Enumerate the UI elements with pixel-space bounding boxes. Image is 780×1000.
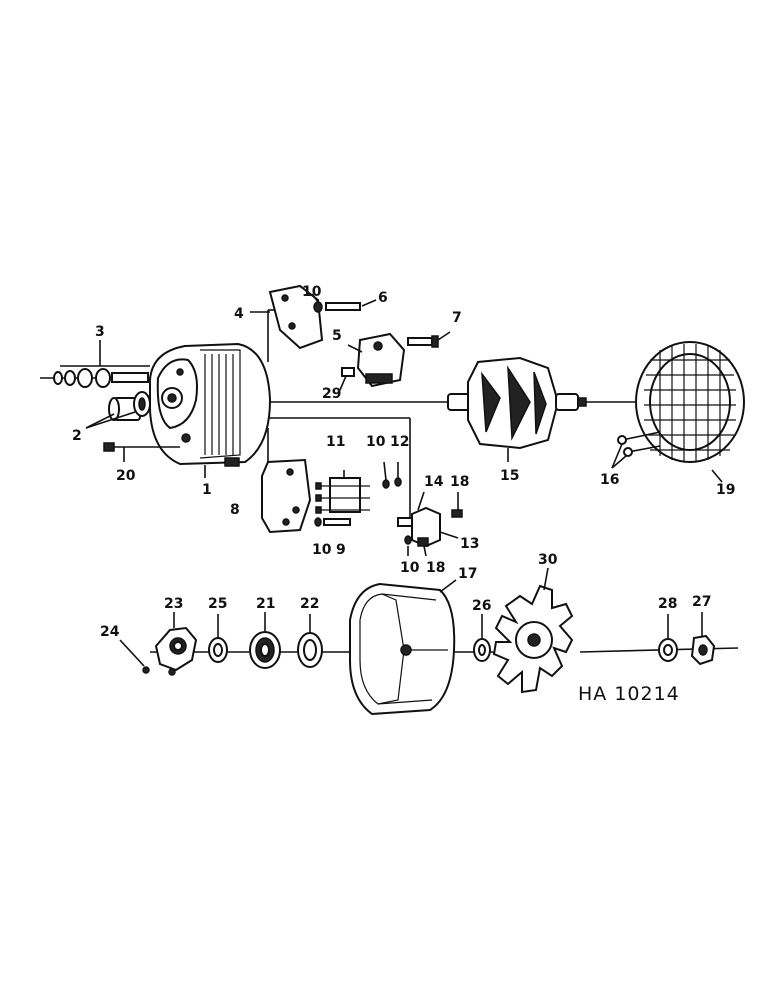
pulley-nut — [690, 612, 716, 666]
callout-29: 29 — [322, 386, 341, 402]
callout-1: 1 — [202, 482, 212, 498]
callout-27: 27 — [692, 594, 711, 610]
callout-30: 30 — [538, 552, 558, 568]
callout-4: 4 — [234, 306, 244, 322]
callout-25: 25 — [208, 596, 227, 612]
callout-22: 22 — [300, 596, 319, 612]
callout-16: 16 — [600, 472, 619, 488]
callout-26: 26 — [472, 598, 491, 614]
callout-17: 17 — [458, 566, 477, 582]
callout-11: 11 — [326, 434, 345, 450]
lock-washer — [658, 614, 678, 662]
cooling-fan — [492, 567, 574, 694]
callout-10-top: 10 — [302, 284, 322, 300]
callout-15: 15 — [500, 468, 519, 484]
bushings — [85, 391, 151, 429]
callout-10-lower-left: 10 — [312, 542, 332, 558]
callout-3: 3 — [95, 324, 105, 340]
callout-9: 9 — [336, 542, 346, 558]
callout-28: 28 — [658, 596, 677, 612]
callout-8: 8 — [230, 502, 240, 518]
capacitor — [397, 491, 463, 557]
callout-14: 14 — [424, 474, 444, 490]
callout-6: 6 — [378, 290, 388, 306]
diode-trio-bracket — [339, 331, 451, 391]
callout-7: 7 — [452, 310, 462, 326]
stator — [611, 341, 745, 483]
callout-23: 23 — [164, 596, 183, 612]
mounting-bolt — [103, 442, 180, 462]
callout-24: 24 — [100, 624, 120, 640]
callout-13: 13 — [460, 536, 479, 552]
callout-5: 5 — [332, 328, 342, 344]
drive-end-bearing — [249, 612, 281, 669]
callout-10-mid: 10 — [366, 434, 386, 450]
callout-12: 12 — [390, 434, 409, 450]
callout-18-upper: 18 — [450, 474, 469, 490]
collar — [208, 614, 228, 663]
drive-end-frame — [349, 579, 457, 716]
callout-20: 20 — [116, 468, 136, 484]
spacer — [473, 614, 491, 662]
through-bolt-washers — [53, 340, 150, 388]
callout-2: 2 — [72, 428, 82, 444]
rectifier-bridge — [261, 458, 402, 534]
callout-labels: 1 2 3 4 5 6 7 8 9 10 10 10 10 11 12 13 1… — [72, 284, 735, 640]
callout-10-lower-right: 10 — [400, 560, 420, 576]
drawing-code: HA 10214 — [578, 683, 680, 705]
callout-21: 21 — [256, 596, 275, 612]
callout-19: 19 — [716, 482, 735, 498]
rotor — [447, 356, 587, 462]
slip-ring-end-frame — [149, 342, 272, 478]
slinger-spacer — [297, 614, 323, 668]
brush-bracket — [250, 284, 377, 350]
bearing-retainer-plate — [119, 612, 198, 676]
callout-18-lower: 18 — [426, 560, 445, 576]
